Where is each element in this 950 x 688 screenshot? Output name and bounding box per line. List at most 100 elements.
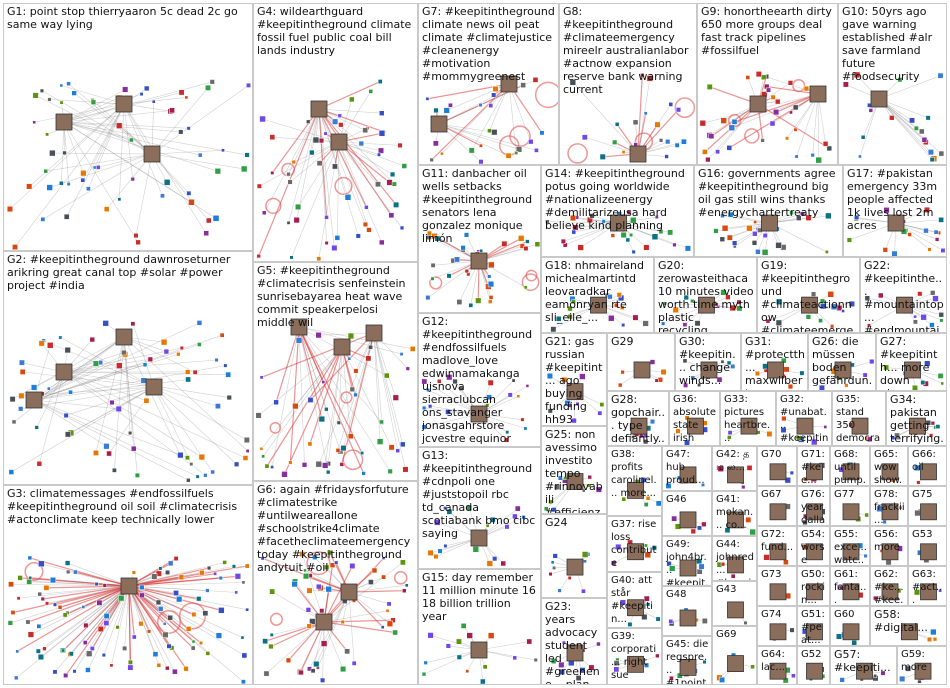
hub-node-avatar xyxy=(920,463,937,481)
node-avatar xyxy=(613,660,620,667)
hub-node-avatar xyxy=(630,417,648,435)
hub-node-avatar xyxy=(842,463,860,481)
cluster-g70: G70 xyxy=(757,446,797,486)
node-avatar xyxy=(270,170,275,175)
node-avatar xyxy=(362,127,369,134)
node-avatar xyxy=(452,378,458,385)
node-avatar xyxy=(830,324,835,329)
node-avatar xyxy=(546,373,553,380)
node-avatar xyxy=(306,587,313,594)
cluster-g16: G16: governments agree #keepitinthegroun… xyxy=(694,165,843,257)
node-avatar xyxy=(71,90,77,96)
cluster-graph-g75 xyxy=(914,503,937,521)
node-avatar xyxy=(189,462,194,467)
edge xyxy=(266,346,343,467)
cluster-graph-g20 xyxy=(661,289,743,327)
node-avatar xyxy=(133,233,139,239)
cluster-label: G26: die müssen boden gefährdun... xyxy=(812,335,873,390)
node-avatar xyxy=(681,138,687,145)
node-avatar xyxy=(668,102,674,107)
edge xyxy=(337,141,340,238)
edge xyxy=(298,326,323,420)
node-avatar xyxy=(306,623,312,629)
cluster-g9: G9: honortheearth dirty 650 more groups … xyxy=(697,3,838,165)
cluster-g69: G69 xyxy=(712,626,757,685)
node-avatar xyxy=(241,652,248,659)
node-avatar xyxy=(45,132,50,137)
node-avatar xyxy=(889,115,895,121)
edge xyxy=(54,585,130,606)
cluster-label: G52 xyxy=(801,649,822,660)
node-avatar xyxy=(504,524,510,530)
cluster-label: G1: point stop thierryaaron 5c dead 2c g… xyxy=(7,5,242,31)
self-loop xyxy=(24,562,44,582)
node-avatar xyxy=(152,651,159,657)
node-avatar xyxy=(873,673,878,678)
node-avatar xyxy=(924,360,931,367)
node-avatar xyxy=(575,401,580,406)
node-avatar xyxy=(59,180,64,186)
node-avatar xyxy=(643,662,650,668)
node-avatar xyxy=(684,245,691,252)
cluster-label: G14: #keepitintheground potus going worl… xyxy=(545,167,689,232)
edge xyxy=(67,562,130,587)
cluster-label: G10: 50yrs ago gave warning established … xyxy=(842,5,936,83)
hub-node-avatar xyxy=(761,214,778,232)
cluster-label: G72: fund... xyxy=(761,529,794,553)
node-avatar xyxy=(49,577,57,584)
edge xyxy=(106,153,153,210)
node-avatar xyxy=(151,573,158,580)
node-avatar xyxy=(109,399,115,406)
node-avatar xyxy=(440,151,444,156)
node-avatar xyxy=(307,397,314,403)
node-avatar xyxy=(443,107,450,114)
edge xyxy=(310,332,375,401)
node-avatar xyxy=(385,608,390,613)
cluster-g60: G60 xyxy=(830,606,870,646)
node-avatar xyxy=(841,309,845,313)
self-loop xyxy=(521,273,540,292)
node-avatar xyxy=(935,424,941,429)
cluster-graph-g70 xyxy=(769,463,794,484)
node-avatar xyxy=(312,136,320,144)
cluster-graph-g63 xyxy=(913,583,943,601)
node-avatar xyxy=(475,297,482,304)
node-avatar xyxy=(52,602,58,607)
node-avatar xyxy=(472,546,479,553)
node-avatar xyxy=(334,235,341,241)
cluster-label: G15: day remember 11 million minute 16 1… xyxy=(422,571,540,623)
hub-node-avatar xyxy=(470,641,488,659)
hub-node-avatar xyxy=(700,361,718,379)
edge xyxy=(637,78,651,155)
node-avatar xyxy=(339,462,345,467)
edge xyxy=(33,379,189,401)
cluster-label: G36: absolute state irish politician... xyxy=(673,394,716,444)
cluster-graph-g65 xyxy=(881,463,899,483)
cluster-graph-g52 xyxy=(806,662,826,682)
node-avatar xyxy=(264,463,270,469)
node-avatar xyxy=(517,235,525,242)
node-avatar xyxy=(570,215,577,222)
edge xyxy=(878,98,932,153)
node-avatar xyxy=(116,122,123,129)
cluster-g46: G46 xyxy=(662,491,712,536)
node-avatar xyxy=(445,409,451,415)
hub-node-avatar xyxy=(633,361,651,379)
node-avatar xyxy=(925,115,931,121)
node-avatar xyxy=(763,554,770,561)
node-avatar xyxy=(130,321,136,327)
node-avatar xyxy=(310,668,316,674)
node-avatar xyxy=(163,179,171,186)
cluster-g77: G77 xyxy=(830,486,870,526)
cluster-g8: G8: #keepitintheground #climateemergency… xyxy=(559,3,697,165)
cluster-label: G74 xyxy=(761,609,782,620)
node-avatar xyxy=(716,376,723,383)
edge xyxy=(338,141,370,231)
node-avatar xyxy=(487,632,495,639)
cluster-graph-g48 xyxy=(668,607,708,627)
node-avatar xyxy=(400,441,406,448)
cluster-label: G50: rockin... xyxy=(801,569,829,606)
node-avatar xyxy=(785,136,790,141)
node-avatar xyxy=(206,217,212,224)
edge xyxy=(153,386,192,465)
